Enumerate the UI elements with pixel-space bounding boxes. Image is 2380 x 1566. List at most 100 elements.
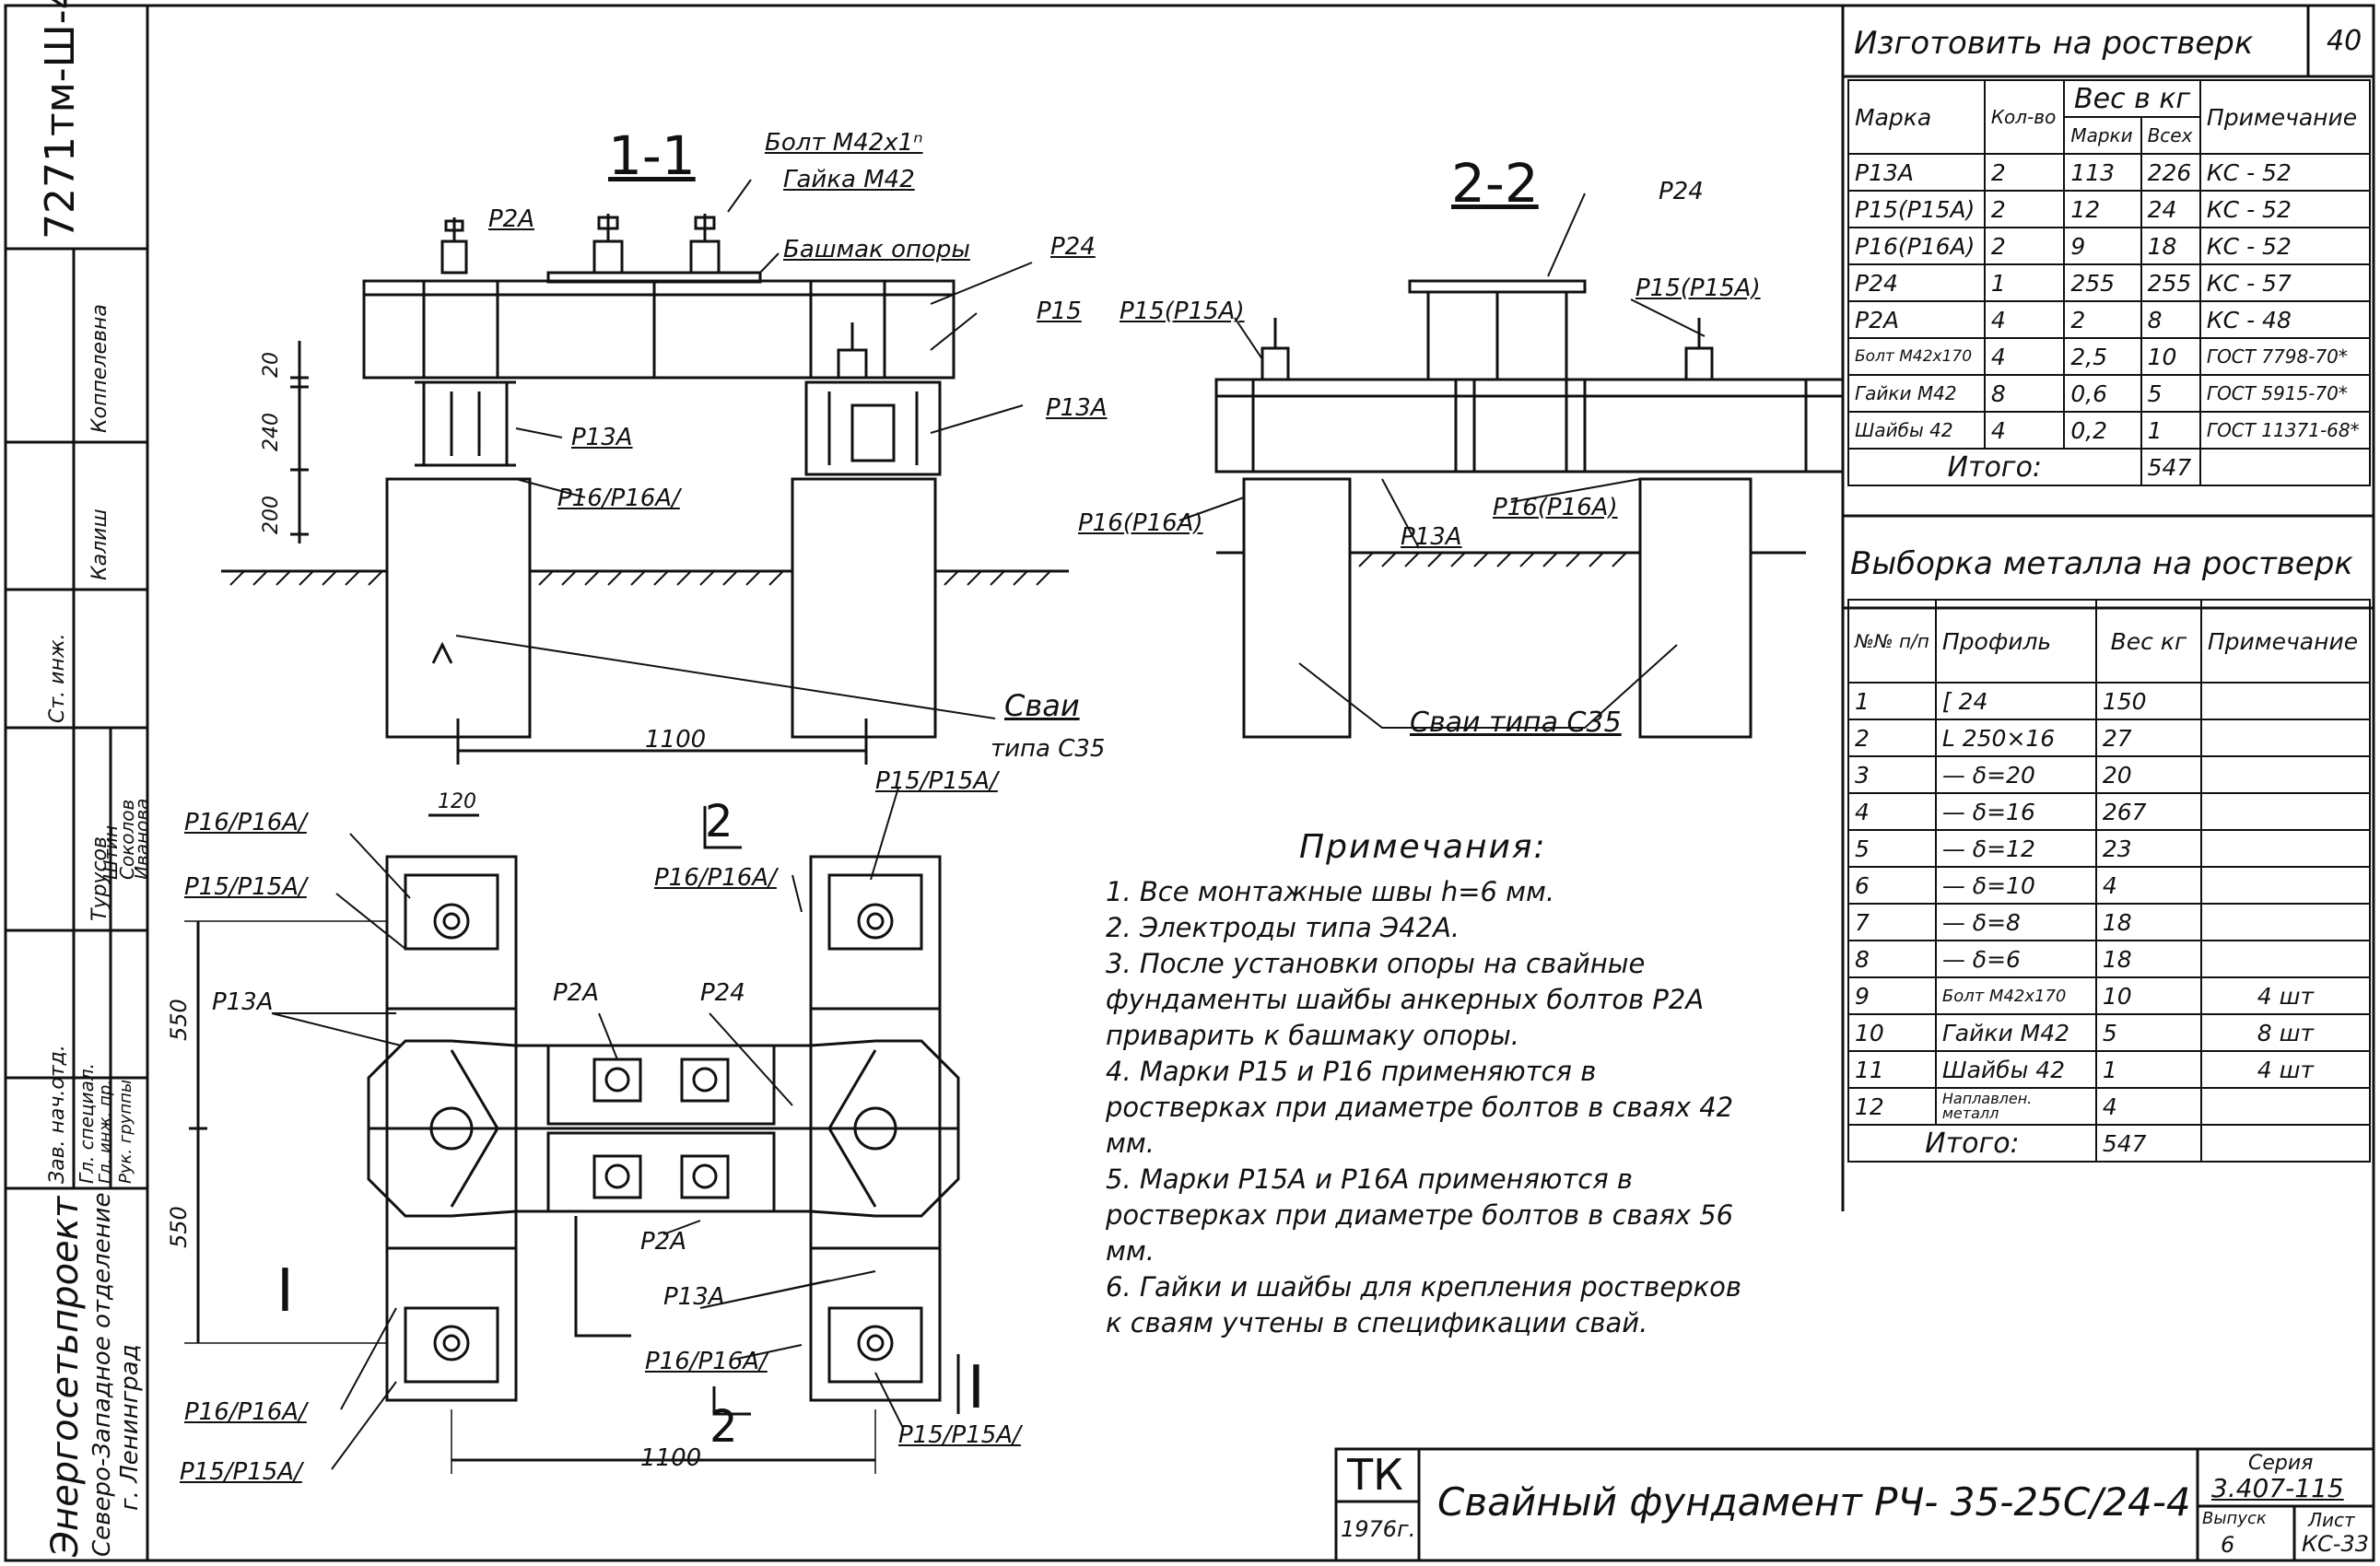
cell xyxy=(2199,866,2372,905)
cell: КС - 52 xyxy=(2198,190,2372,228)
cell: 0,6 xyxy=(2063,374,2142,413)
cell: 1 xyxy=(1983,263,2066,302)
nut-label: Гайка М42 xyxy=(783,166,915,193)
cell: 8 xyxy=(1847,940,1937,978)
stamp-role-5: Ст. инж. xyxy=(46,633,69,723)
cell: 18 xyxy=(2094,903,2202,941)
t2-h-profile: Профиль xyxy=(1934,599,2097,684)
cell: 4 шт xyxy=(2199,1050,2372,1089)
cell: 24 xyxy=(2140,190,2201,228)
dim-240: 240 xyxy=(260,413,283,451)
cell: 255 xyxy=(2140,263,2201,302)
cell: Р16(Р16А) xyxy=(1847,227,1986,265)
cell: 4 xyxy=(1983,411,2066,450)
cell: 4 xyxy=(1847,792,1937,831)
inner-frame xyxy=(146,4,2375,1562)
p15a-label-s2-right: Р15(Р15А) xyxy=(1636,275,1761,302)
t2-h-note: Примечание xyxy=(2199,599,2372,684)
cell: 2 xyxy=(1983,153,2066,192)
notes-block: Примечания: 1. Все монтажные швы h=6 мм.… xyxy=(1106,829,1751,1341)
cell: Р15(Р15А) xyxy=(1847,190,1986,228)
stamp-org1: Энергосетьпроект xyxy=(44,1196,87,1557)
t1-h-weight: Вес в кг xyxy=(2063,79,2201,118)
plan-p15-bottom-left: Р15/Р15А/ xyxy=(180,1458,302,1486)
t2-total: 547 xyxy=(2094,1124,2202,1163)
tb-series: 3.407-115 xyxy=(2211,1473,2344,1503)
plan-p16-top-mid: Р16/Р16А/ xyxy=(654,864,777,892)
plan-dim-550-bottom: 550 xyxy=(166,1206,192,1248)
stamp-org2: Северо-Западное отделение xyxy=(88,1192,116,1557)
table1-title-qty: 40 xyxy=(2327,25,2362,57)
bolt-label: Болт М42х1ⁿ xyxy=(765,129,923,157)
cell: — δ=20 xyxy=(1934,755,2097,794)
plan-section-mark-bottom: 2 xyxy=(709,1401,738,1453)
p2a-label-s1: Р2А xyxy=(488,205,535,233)
t2-h-weight: Вес кг xyxy=(2094,599,2202,684)
tb-sheet-label: Лист xyxy=(2308,1509,2355,1531)
plan-p13a-left: Р13А xyxy=(212,988,274,1016)
cell: КС - 48 xyxy=(2198,300,2372,339)
cell: 10 xyxy=(2094,976,2202,1015)
cell: 150 xyxy=(2094,682,2202,720)
cell: КС - 52 xyxy=(2198,153,2372,192)
cell: Шайбы 42 xyxy=(1847,411,1986,450)
cell: — δ=10 xyxy=(1934,866,2097,905)
t1-total-label: Итого: xyxy=(1847,448,2142,486)
cell: — δ=12 xyxy=(1934,829,2097,868)
plan-dim-1100: 1100 xyxy=(640,1444,702,1472)
cell: 2 xyxy=(1847,719,1937,757)
cell: 10 xyxy=(2140,337,2201,376)
cell: 2 xyxy=(1983,227,2066,265)
note-3: 3. После установки опоры на свайные фунд… xyxy=(1106,948,1705,1051)
piles-label: Сваи xyxy=(1004,688,1080,723)
piles-type-label: типа С35 xyxy=(991,735,1106,763)
t1-h-qty: Кол-во xyxy=(1983,79,2066,155)
cell: Болт М42х170 xyxy=(1847,337,1986,376)
plan-section-mark-top: 2 xyxy=(705,796,733,847)
p13a-label-s2: Р13А xyxy=(1401,523,1462,551)
note-6: 6. Гайки и шайбы для крепления ростверко… xyxy=(1106,1271,1741,1338)
plan-p13a-bottom: Р13А xyxy=(663,1283,725,1311)
dim-200: 200 xyxy=(260,496,283,534)
bolt-right-1 xyxy=(689,214,721,275)
cell: Гайки М42 xyxy=(1934,1013,2097,1052)
tb-tk: ТК xyxy=(1347,1450,1403,1500)
title-block-frame xyxy=(1334,1447,2375,1562)
p13a-label-s1-left: Р13А xyxy=(571,424,633,451)
cell: 11 xyxy=(1847,1050,1937,1089)
cell: [ 24 xyxy=(1934,682,2097,720)
table2-title: Выборка металла на ростверк xyxy=(1850,545,2353,582)
cell: 8 xyxy=(2140,300,2201,339)
note-4: 4. Марки Р15 и Р16 применяются в роствер… xyxy=(1106,1056,1734,1159)
cell xyxy=(2199,903,2372,941)
cell: Наплавлен. металл xyxy=(1934,1087,2097,1126)
tb-series-label: Серия xyxy=(2248,1452,2314,1475)
plan-p16-top-left: Р16/Р16А/ xyxy=(184,809,307,836)
piles-full-label: Сваи типа С35 xyxy=(1410,707,1622,739)
cell: 2 xyxy=(1983,190,2066,228)
cell: 7 xyxy=(1847,903,1937,941)
cell: — δ=16 xyxy=(1934,792,2097,831)
cell xyxy=(2199,792,2372,831)
cell: 1 xyxy=(2094,1050,2202,1089)
plan-view xyxy=(184,787,960,1474)
cell: 267 xyxy=(2094,792,2202,831)
t2-total-label: Итого: xyxy=(1847,1124,2097,1163)
cell: ГОСТ 11371-68* xyxy=(2198,411,2372,450)
table1-title: Изготовить на ростверк xyxy=(1854,25,2254,62)
plan-p2a-top: Р2А xyxy=(553,979,600,1007)
stamp-name-4: Иванова xyxy=(131,798,153,880)
cell xyxy=(2198,448,2372,486)
shoe-label: Башмак опоры xyxy=(783,236,970,263)
cell: 10 xyxy=(1847,1013,1937,1052)
